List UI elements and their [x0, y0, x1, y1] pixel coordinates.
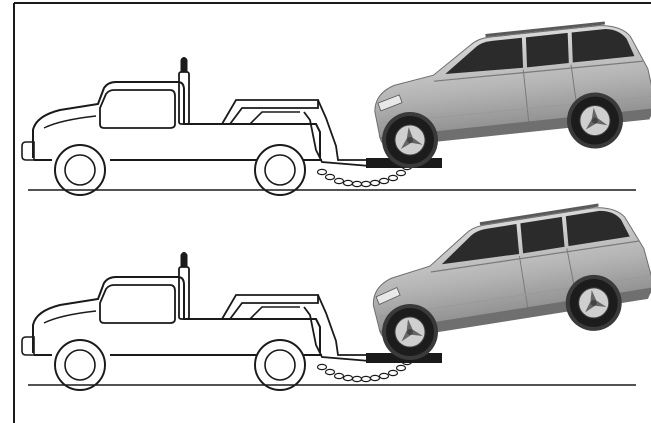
panel-top	[22, 19, 651, 195]
panel-bottom	[22, 198, 651, 390]
suv-bottom	[363, 198, 651, 364]
suv-top	[368, 19, 651, 172]
